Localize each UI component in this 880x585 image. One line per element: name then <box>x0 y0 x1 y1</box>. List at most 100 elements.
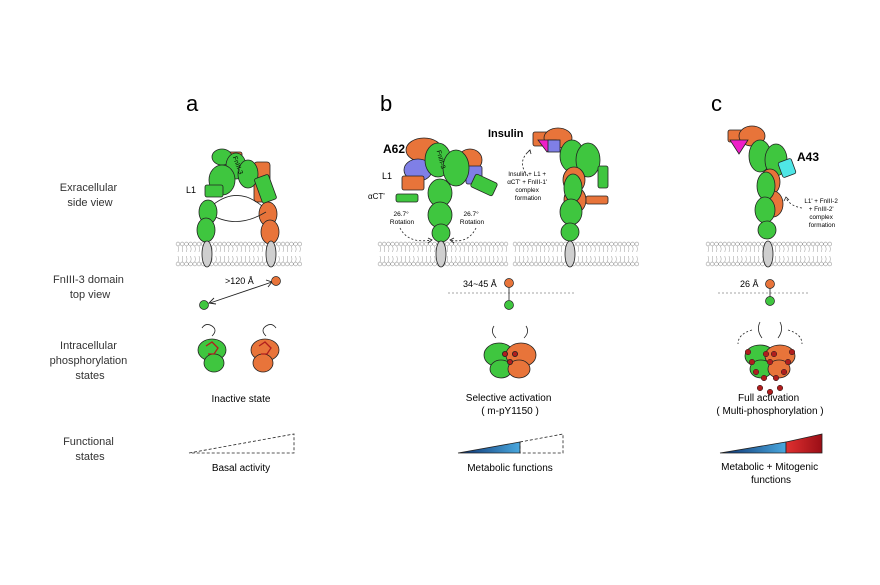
label-a43: A43 <box>797 150 819 164</box>
lipid-head <box>777 241 782 247</box>
lipid-tail <box>716 245 718 253</box>
lipid-head <box>533 261 539 267</box>
act-domain <box>395 193 419 203</box>
lipid-head <box>709 241 715 247</box>
lipid-tail <box>198 245 200 253</box>
lipid-head <box>747 261 753 267</box>
lipid-tail <box>619 255 621 263</box>
lipid-head <box>276 261 281 267</box>
lipid-head <box>521 241 526 247</box>
lipid-head <box>777 261 782 267</box>
lipid-head <box>529 241 534 247</box>
lipid-tail <box>711 255 714 263</box>
lipid-head <box>285 261 290 267</box>
lipid-head <box>217 241 223 247</box>
lipid-tail <box>232 255 234 263</box>
lipid-head <box>730 241 736 247</box>
lipid-head <box>386 241 391 247</box>
lipid-tail <box>523 255 525 263</box>
lipid-tail <box>194 245 196 253</box>
rotation-line: Rotation <box>390 219 415 226</box>
lipid-tail <box>480 255 482 263</box>
lipid-tail <box>628 255 630 263</box>
lipid-tail <box>388 255 390 263</box>
lipid-tail <box>480 245 482 253</box>
phospho-site <box>762 350 770 358</box>
lipid-head <box>411 261 416 267</box>
state-line: Selective activation <box>466 393 552 404</box>
lipid-head <box>382 241 387 247</box>
lipid-tail <box>232 245 234 253</box>
lipid-tail <box>198 255 200 263</box>
lipid-tail <box>825 245 827 253</box>
lipid-tail <box>177 255 179 263</box>
activation-loop <box>258 341 272 355</box>
phospho-sites-c <box>744 348 796 396</box>
lipid-head <box>596 241 602 247</box>
lipid-head <box>184 261 189 267</box>
lipid-tail <box>291 245 293 253</box>
green-domain <box>442 149 470 187</box>
phospho-site <box>788 348 796 356</box>
lipid-tail <box>421 255 423 263</box>
lipid-tail <box>291 255 293 263</box>
lipid-tail <box>552 245 554 253</box>
lipid-tail <box>215 245 217 253</box>
distance-a: >120 Å <box>225 276 254 286</box>
lipid-tail <box>286 245 289 253</box>
lipid-head <box>259 261 265 267</box>
lipid-tail <box>749 255 751 263</box>
lipid-tail <box>219 245 221 253</box>
lipid-tail <box>560 245 563 253</box>
row-label-line: Functional <box>63 436 114 448</box>
lipid-head <box>377 261 383 267</box>
lipid-tail <box>774 255 777 263</box>
lipid-head <box>751 241 757 247</box>
lipid-head <box>482 241 488 247</box>
orange-fniii3-dot <box>765 279 775 289</box>
green-fniii3-dot <box>765 296 775 306</box>
lipid-tail <box>594 255 596 263</box>
lipid-tail <box>602 245 605 253</box>
lipid-tail <box>223 245 226 253</box>
lipid-tail <box>724 255 726 263</box>
lipid-head <box>537 241 543 247</box>
lipid-head <box>588 261 593 267</box>
lipid-tail <box>774 245 777 253</box>
lipid-tail <box>404 245 407 253</box>
lipid-head <box>705 241 711 247</box>
lipid-head <box>743 241 748 247</box>
rotation-line: 26.7° <box>393 210 409 218</box>
lipid-tail <box>623 245 626 253</box>
lipid-head <box>478 241 483 247</box>
lipid-tail <box>194 255 196 263</box>
lipid-head <box>230 241 235 247</box>
lipid-tail <box>577 255 579 263</box>
lipid-tail <box>518 245 521 253</box>
label-rotation-left: 26.7° Rotation <box>390 210 415 226</box>
phospho-site <box>501 350 508 357</box>
lipid-head <box>247 261 252 267</box>
lipid-tail <box>430 245 432 253</box>
lipid-head <box>819 261 824 267</box>
orange-kinase <box>252 353 274 373</box>
lipid-head <box>726 241 732 247</box>
lipid-tail <box>707 245 709 253</box>
lipid-tail <box>488 255 491 263</box>
lipid-head <box>457 241 462 247</box>
lipid-tail <box>791 245 793 253</box>
lipid-head <box>192 261 198 267</box>
lipid-tail <box>467 255 470 263</box>
lipid-head <box>735 241 740 247</box>
lipid-tail <box>261 255 263 263</box>
lipid-tail <box>425 245 428 253</box>
lipid-tail <box>749 245 751 253</box>
lipid-tail <box>400 245 402 253</box>
lipid-head <box>398 241 404 247</box>
lipid-head <box>382 261 387 267</box>
lipid-head <box>482 261 488 267</box>
lipid-tail <box>488 245 491 253</box>
lipid-head <box>785 261 790 267</box>
green-domain <box>756 171 776 201</box>
row-label-line: top view <box>70 289 110 301</box>
